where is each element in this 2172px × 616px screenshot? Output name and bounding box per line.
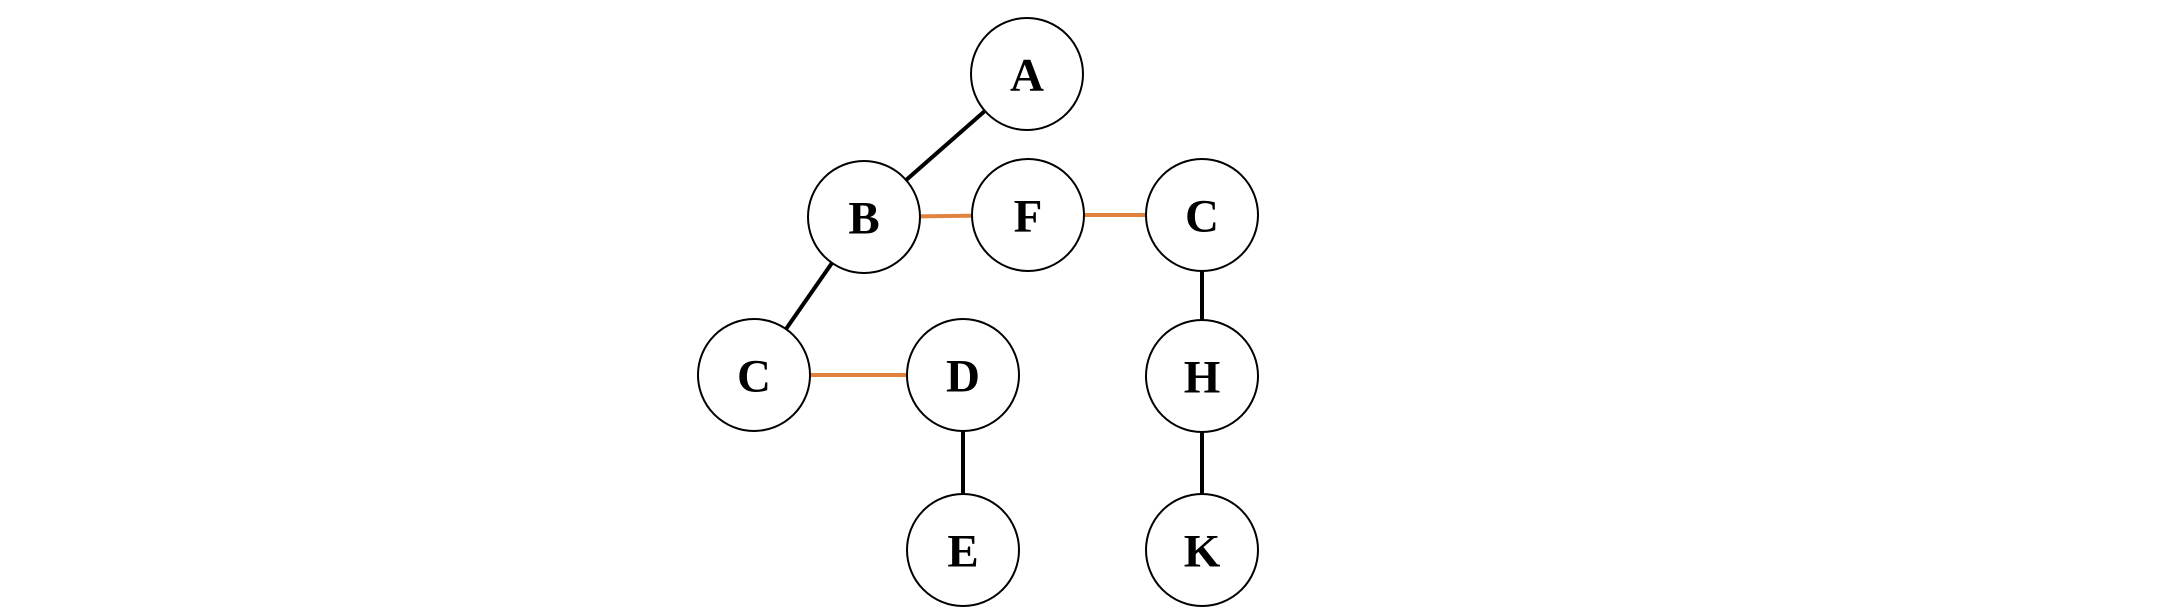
node-H-label: H (1184, 351, 1221, 403)
node-F-label: F (1014, 190, 1043, 242)
node-E-circle (906, 493, 1020, 607)
node-B-label: B (848, 192, 879, 244)
node-C2-label: C (737, 350, 771, 402)
node-E-label: E (947, 525, 978, 577)
node-C1-label: C (1185, 190, 1219, 242)
node-H-circle (1145, 319, 1259, 433)
node-D-label: D (946, 350, 980, 402)
node-C1-circle (1145, 158, 1259, 272)
node-A-label: A (1010, 49, 1044, 101)
node-B-circle (807, 160, 921, 274)
node-F-circle (971, 158, 1085, 272)
node-D-circle (906, 318, 1020, 432)
node-A-circle (970, 17, 1084, 131)
node-K-label: K (1184, 525, 1221, 577)
node-C2-circle (697, 318, 811, 432)
node-K-circle (1145, 493, 1259, 607)
